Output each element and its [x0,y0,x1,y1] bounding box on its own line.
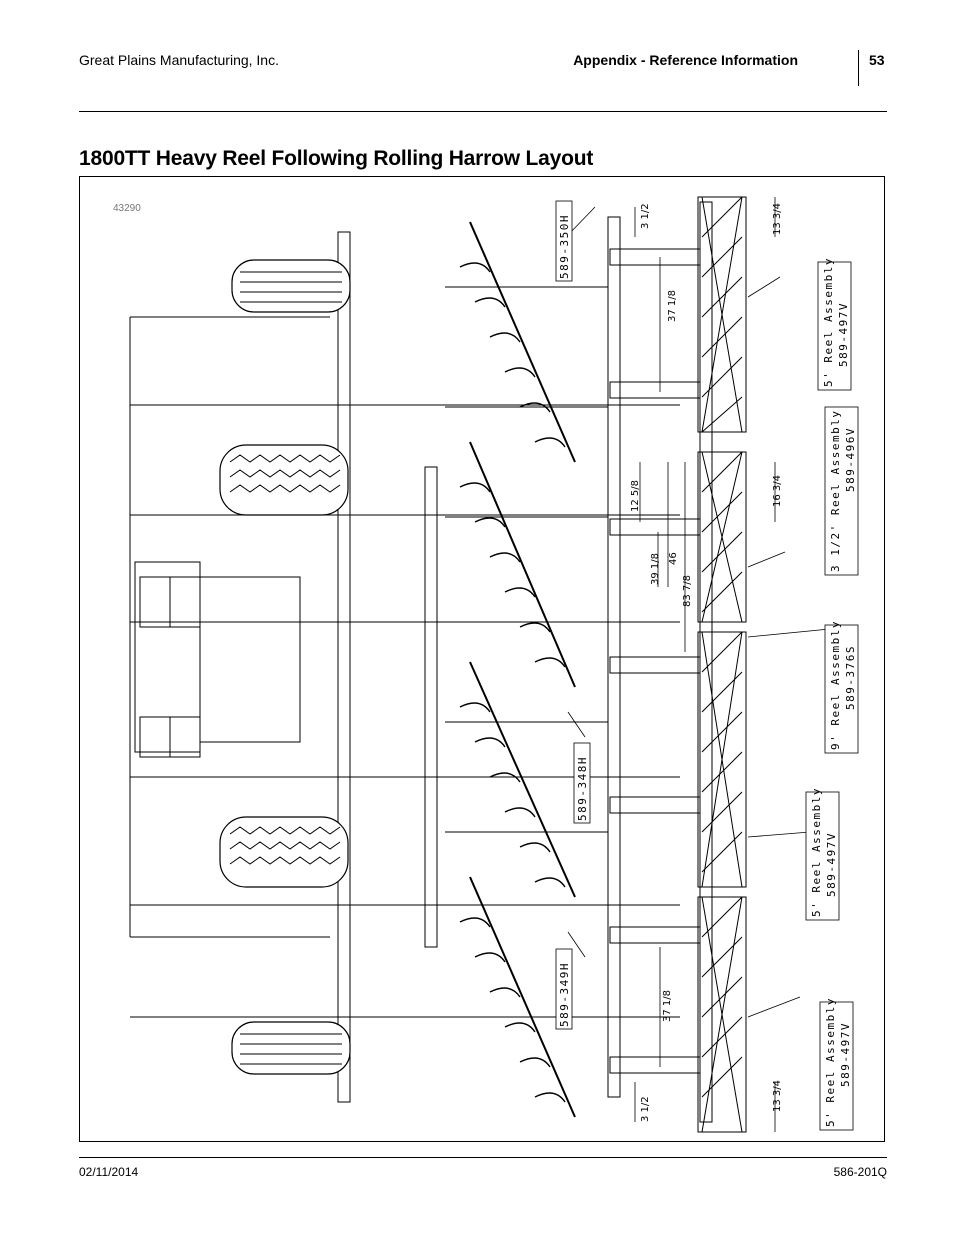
dim-8: 83 7/8 [682,575,693,607]
reel-label-1-name: 5' Reel Assembly [822,257,835,387]
reel-label-4-name: 5' Reel Assembly [810,787,823,917]
dim-6: 39 1/8 [650,553,661,585]
reel-label-3-part: 589-376S [844,645,857,710]
part-label-348h: 589-348H [576,756,589,821]
reel-group [697,196,747,1133]
dim-2: 13 3/4 [772,203,783,235]
drawing-canvas: 589-350H 589-348H 589-349H 5' Reel Assem… [129,196,859,1133]
dim-4: 12 5/8 [630,480,641,512]
layout-drawing: 43290 [79,176,885,1142]
reel-label-1-part: 589-497V [837,302,850,367]
reel-label-2-name: 3 1/2' Reel Assembly [829,410,842,572]
dim-3: 37 1/8 [667,290,678,322]
dim-9: 37 1/8 [662,990,673,1022]
part-label-349h: 589-349H [558,962,571,1027]
reel-label-2-part: 589-496V [844,427,857,492]
reel-label-5-name: 5' Reel Assembly [824,997,837,1127]
reel-label-4-part: 589-497V [825,832,838,897]
footer-date: 02/11/2014 [79,1165,139,1179]
footer-rule [79,1157,887,1158]
reel-label-5-part: 589-497V [839,1022,852,1087]
page-title: 1800TT Heavy Reel Following Rolling Harr… [79,147,594,170]
dim-5: 16 3/4 [772,475,783,507]
part-label-350h: 589-350H [558,214,571,279]
dim-7: 46 [668,552,679,565]
page-number: 53 [869,52,885,68]
header-rule [79,111,887,112]
figure-id: 43290 [113,203,141,214]
dim-11: 13 3/4 [772,1080,783,1112]
dim-10: 3 1/2 [640,1096,651,1122]
reel-label-3-name: 9' Reel Assembly [829,620,842,750]
header-section: Appendix - Reference Information [573,52,798,68]
header-divider [858,50,859,86]
header-company: Great Plains Manufacturing, Inc. [79,52,279,68]
dim-1: 3 1/2 [640,203,651,229]
footer-doc-number: 586-201Q [833,1165,887,1179]
